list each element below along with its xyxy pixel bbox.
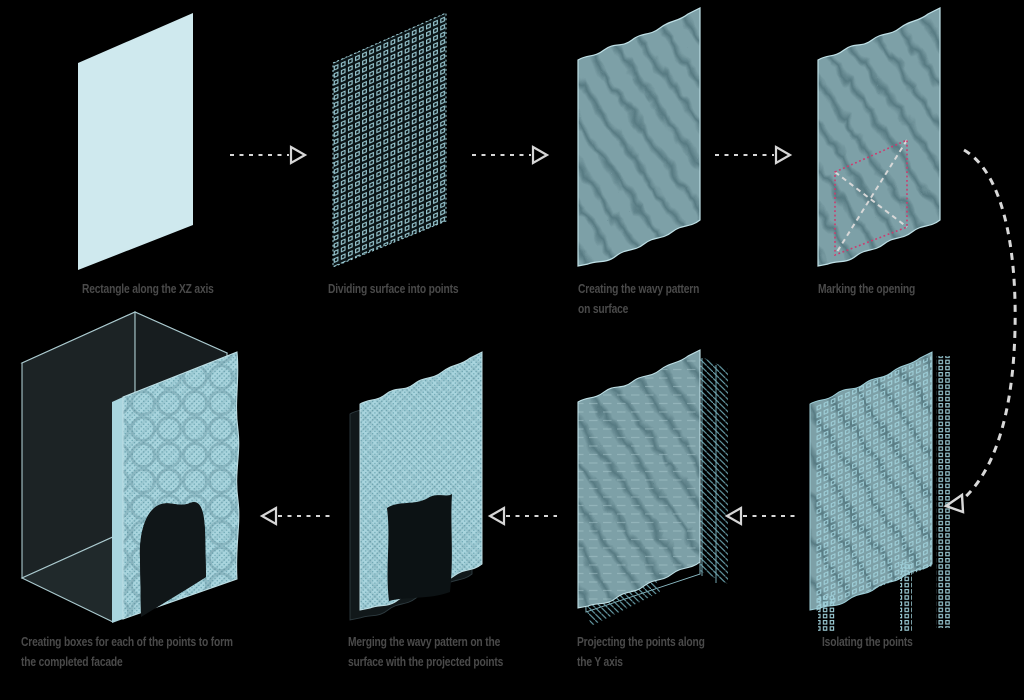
caption-line: Creating the wavy pattern <box>578 282 700 296</box>
step-2-caption: Dividing surface into points <box>328 279 459 299</box>
caption-line: surface with the projected points <box>348 655 504 669</box>
caption-line: Projecting the points along <box>577 635 705 649</box>
caption-line: Isolating the points <box>822 635 913 649</box>
step-4-caption: Marking the opening <box>818 279 915 299</box>
panel-wavy-surface <box>577 7 701 267</box>
arrow-step3-step4-icon <box>715 145 793 165</box>
caption-line: Dividing surface into points <box>328 282 459 296</box>
caption-line: on surface <box>578 302 629 316</box>
caption-line: the Y axis <box>577 655 623 669</box>
panel-marked-opening <box>817 7 941 267</box>
caption-line: Merging the wavy pattern on the <box>348 635 501 649</box>
arrow-step1-step2-icon <box>230 145 308 165</box>
panel-merged-facade <box>349 351 483 621</box>
step-7-caption: Merging the wavy pattern on the surface … <box>348 632 503 672</box>
step-3-caption: Creating the wavy pattern on surface <box>578 279 699 319</box>
step-1-caption: Rectangle along the XZ axis <box>82 279 214 299</box>
arrow-step7-step8-icon <box>259 506 332 526</box>
panel-rectangle-plane <box>78 13 193 270</box>
caption-line: Rectangle along the XZ axis <box>82 282 214 296</box>
arrow-step6-step7-icon <box>487 506 557 526</box>
facade-front-face <box>122 351 240 620</box>
arrow-step5-step6-icon <box>724 506 800 526</box>
step-6-caption: Projecting the points along the Y axis <box>577 632 705 672</box>
arrow-step4-step5-curved-icon <box>943 148 1017 514</box>
arrow-step2-step3-icon <box>472 145 550 165</box>
panel-isolated-points <box>809 351 950 632</box>
caption-line: Creating boxes for each of the points to… <box>21 635 233 649</box>
panel-point-grid <box>332 12 447 268</box>
opening-marker <box>834 138 908 257</box>
caption-line: the completed facade <box>21 655 123 669</box>
panel-completed-facade-box <box>20 311 240 623</box>
panel-projected-points <box>577 349 728 626</box>
step-8-caption: Creating boxes for each of the points to… <box>21 632 233 672</box>
step-5-caption: Isolating the points <box>822 632 913 652</box>
caption-line: Marking the opening <box>818 282 916 296</box>
